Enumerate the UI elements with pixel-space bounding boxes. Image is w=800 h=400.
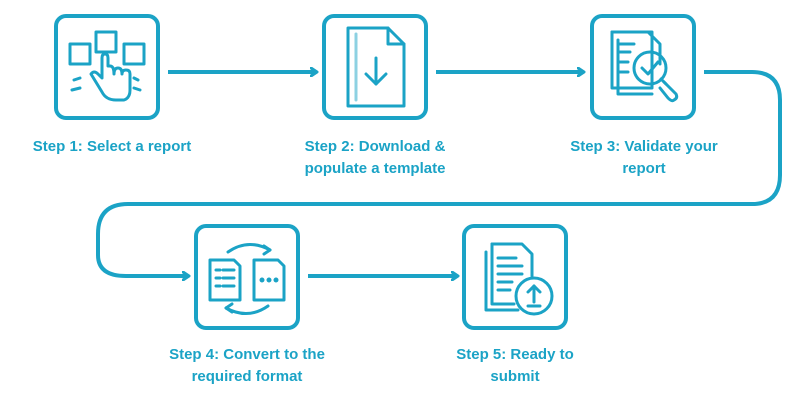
step-1-tile [54,14,160,120]
step-1-label-line1: Step 1: Select a report [32,138,192,155]
download-document-icon [346,26,406,108]
step-1-label: Step 1: Select a report [0,136,224,158]
step-3-tile [590,14,696,120]
hand-selecting-report-icon [68,30,146,102]
step-2-label-line2: populate a template [304,160,446,177]
step-3-label-line1: Step 3: Validate your [570,138,718,155]
arrow-step3-to-step4 [96,70,782,276]
convert-documents-icon [208,243,286,315]
step-2-label-line1: Step 2: Download & [304,138,446,155]
step-2-label: Step 2: Download & populate a template [262,136,488,180]
document-upload-icon [484,242,554,316]
step-4-label: Step 4: Convert to the required format [130,344,364,388]
step-4-tile [194,224,300,330]
step-5-label-line2: submit [490,368,540,385]
step-3-label: Step 3: Validate your report [528,136,760,180]
document-magnifier-check-icon [610,30,679,103]
step-3-label-line2: report [622,160,666,177]
step-2-tile [322,14,428,120]
step-5-label-line1: Step 5: Ready to [456,346,574,363]
step-5-label: Step 5: Ready to submit [410,344,620,388]
step-5-tile [462,224,568,330]
step-4-label-line2: required format [191,368,303,385]
step-4-label-line1: Step 4: Convert to the [169,346,325,363]
